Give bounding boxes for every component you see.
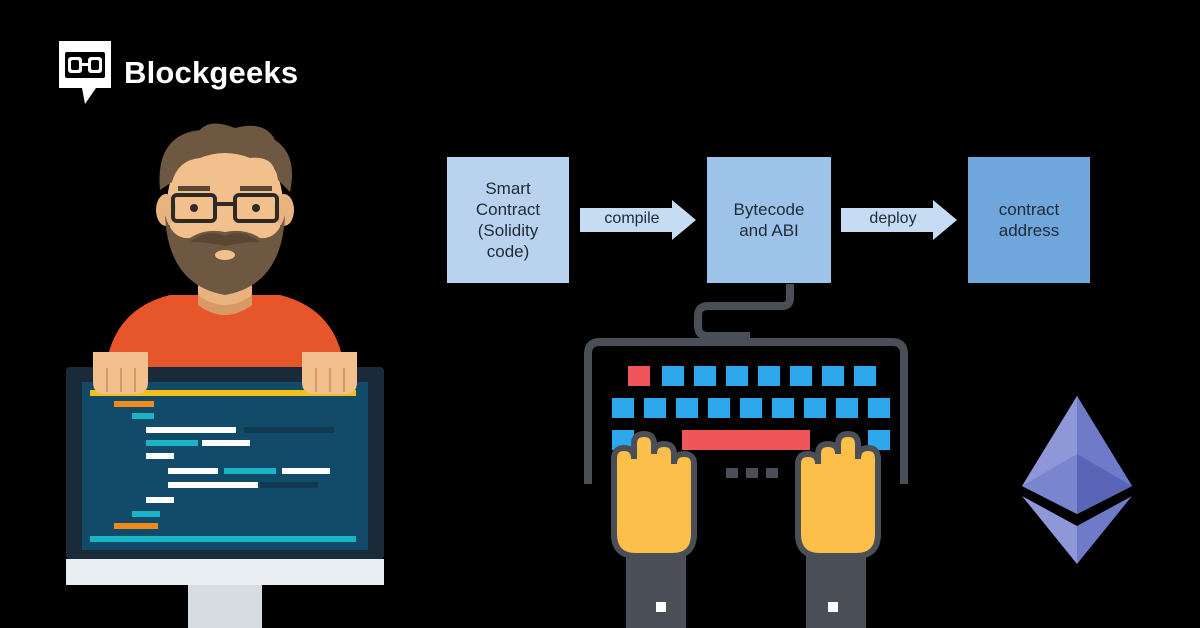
deploy-label: deploy (869, 210, 917, 227)
compile-label: compile (604, 210, 660, 227)
brand-name: Blockgeeks (124, 55, 299, 90)
flow-box-bytecode-abi-label: Bytecode and ABI (733, 200, 805, 240)
deploy-arrow (841, 200, 957, 240)
keyboard-hands-illustration (578, 284, 914, 628)
compile-arrow (580, 200, 696, 240)
flow-box-contract-address: contract address (968, 157, 1090, 283)
flow-box-bytecode-abi: Bytecode and ABI (707, 157, 831, 283)
flow-box-smart-contract-label: Smart Contract (Solidity code) (475, 179, 541, 261)
flow-box-contract-address-label: contract address (998, 200, 1060, 240)
bg-logo-icon (56, 38, 114, 108)
developer-illustration (60, 120, 390, 628)
flow-box-smart-contract: Smart Contract (Solidity code) (447, 157, 569, 283)
brand-logo[interactable]: Blockgeeks (56, 38, 298, 108)
ethereum-logo-icon (1022, 396, 1132, 564)
